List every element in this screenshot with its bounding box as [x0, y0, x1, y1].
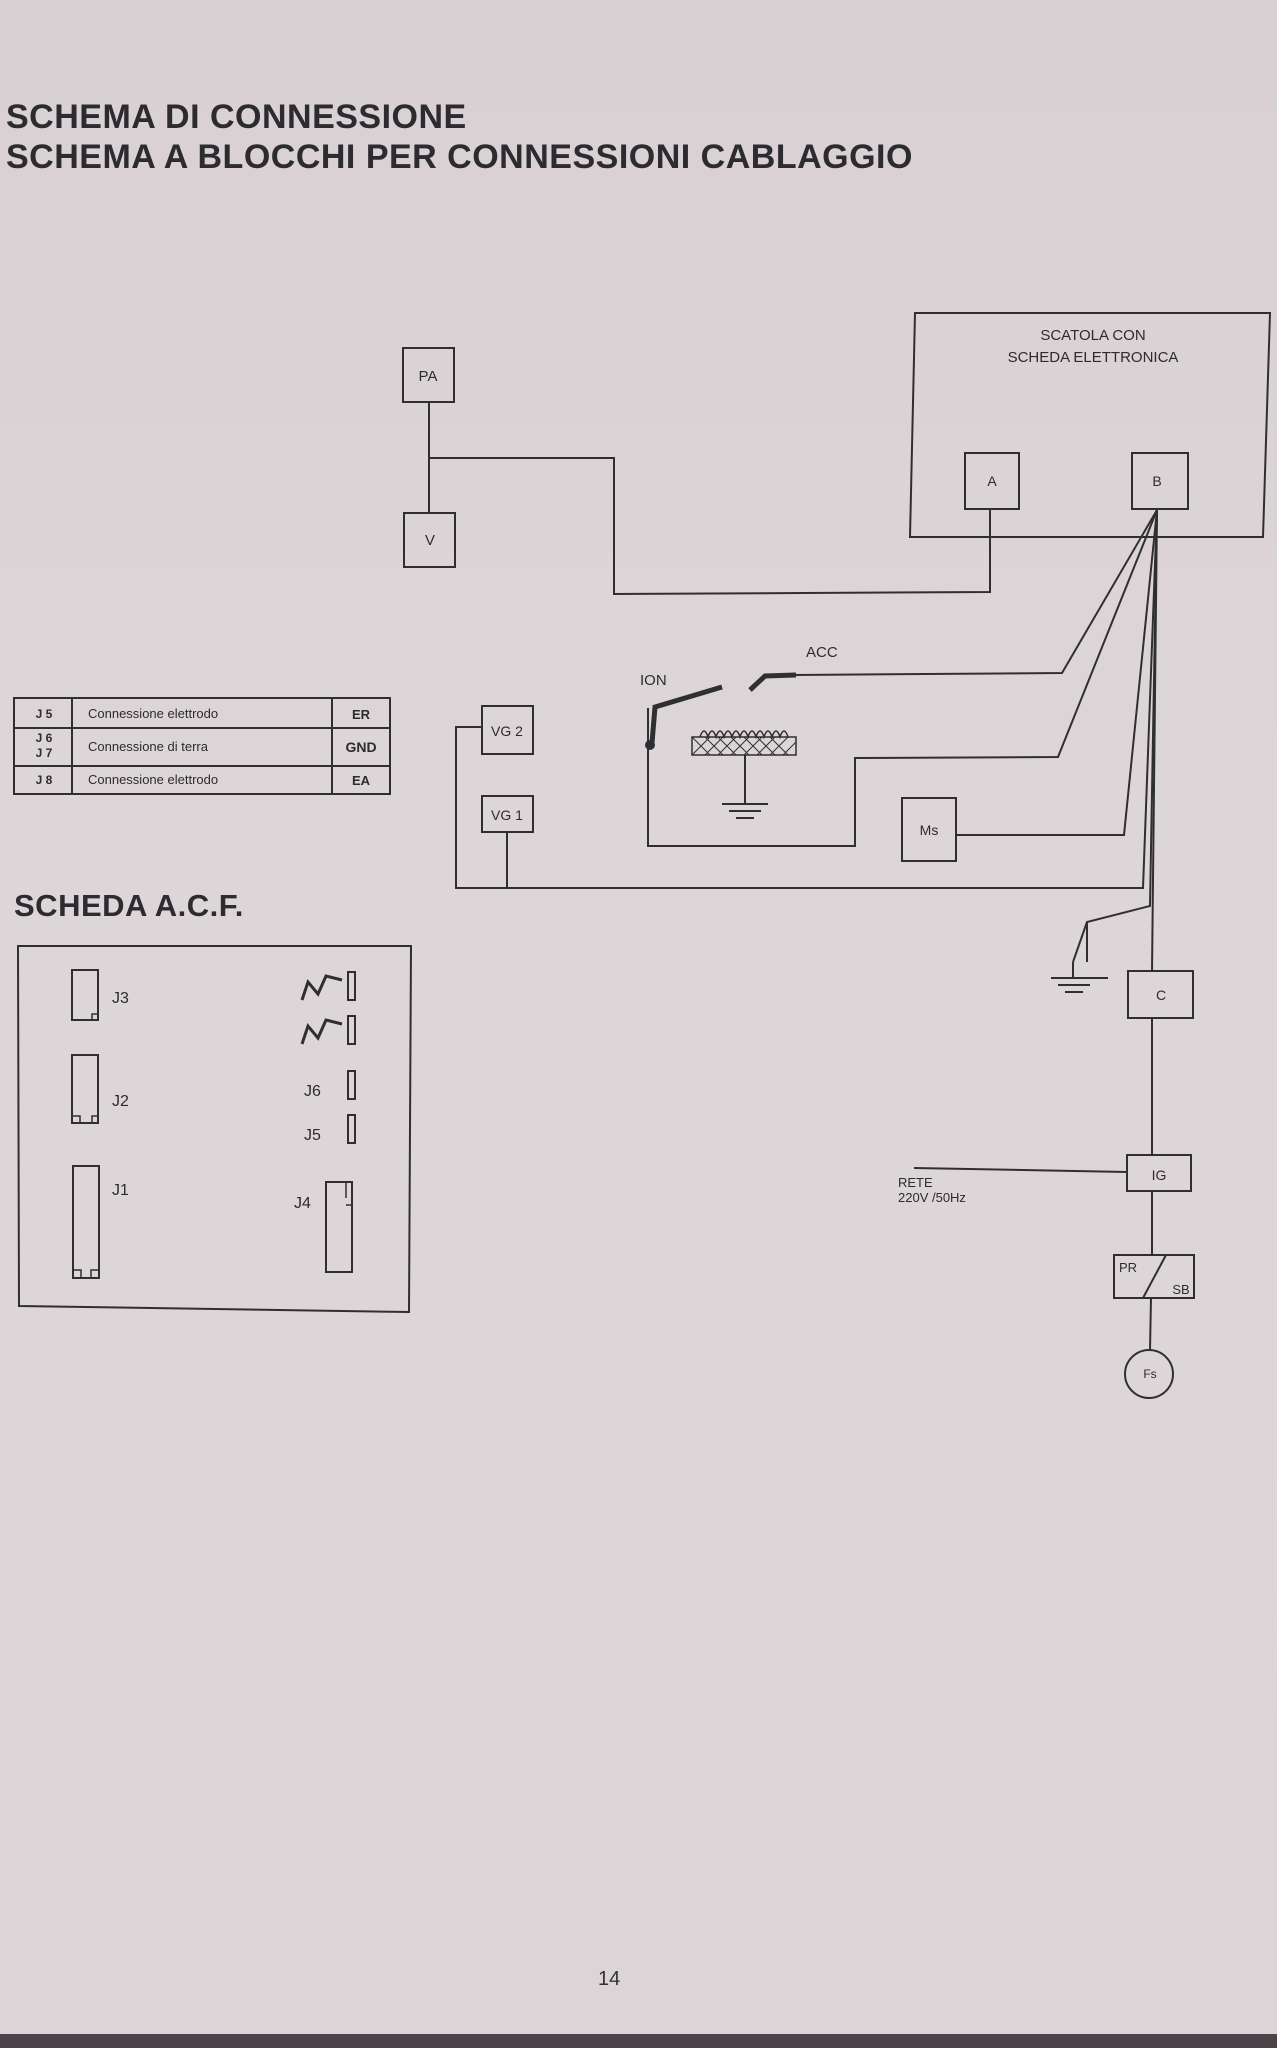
- box-title-line-1: SCATOLA CON: [1040, 327, 1145, 344]
- node-vg1: VG 1: [481, 795, 534, 833]
- table-row-2-pin-a: J 6: [36, 731, 53, 745]
- page-bottom-edge: [0, 2034, 1277, 2048]
- node-c-label: C: [1156, 987, 1166, 1003]
- node-pr-label: PR: [1119, 1260, 1137, 1275]
- node-vg1-label: VG 1: [491, 807, 523, 823]
- label-voltage: 220V /50Hz: [898, 1190, 966, 1205]
- wire-pa-a: [429, 457, 991, 596]
- electrode-acc: [748, 672, 797, 692]
- box-title-line-2: SCHEDA ELETTRONICA: [1008, 349, 1179, 366]
- ground-icon: [1051, 921, 1108, 993]
- electrode-ion: [649, 684, 723, 744]
- label-ion: ION: [640, 672, 667, 689]
- table-row-3-code: EA: [352, 773, 371, 788]
- node-b-label: B: [1152, 473, 1161, 489]
- label-j1: J1: [112, 1182, 129, 1199]
- page-title: SCHEMA DI CONNESSIONE: [6, 98, 467, 136]
- connector-j4: [325, 1181, 353, 1273]
- connector-j2: [71, 1054, 99, 1124]
- node-pa-label: PA: [419, 368, 438, 385]
- table-row-1-description: Connessione elettrodo: [88, 706, 218, 721]
- wires-from-b: [455, 509, 1158, 973]
- table-row-2-description: Connessione di terra: [88, 739, 209, 754]
- node-vg2: VG 2: [481, 705, 534, 755]
- spark-icon: [300, 974, 343, 1001]
- label-j2: J2: [112, 1093, 129, 1110]
- label-rete: RETE: [898, 1175, 933, 1190]
- label-j5: J5: [304, 1127, 321, 1144]
- node-ig: IG: [1126, 1154, 1192, 1192]
- connector-j5: [347, 1114, 356, 1144]
- label-j3: J3: [112, 990, 129, 1007]
- connector-j6: [347, 1070, 356, 1100]
- electronic-box: SCATOLA CON SCHEDA ELETTRONICA: [908, 312, 1272, 538]
- acf-board: J3 J2 J1 J6 J5 J4: [16, 945, 413, 1314]
- node-c: C: [1127, 970, 1194, 1019]
- node-ig-label: IG: [1152, 1167, 1167, 1183]
- node-a-label: A: [987, 473, 997, 489]
- node-pa: PA: [402, 347, 455, 403]
- connector-j1: [72, 1165, 100, 1279]
- node-a: A: [964, 452, 1020, 510]
- board-title: SCHEDA A.C.F.: [14, 888, 244, 923]
- wire-rete: [913, 1167, 1128, 1173]
- node-ms: Ms: [901, 797, 957, 862]
- spark-icon-2: [300, 1018, 343, 1045]
- page-number: 14: [598, 1968, 621, 1990]
- node-fs: Fs: [1124, 1349, 1174, 1399]
- table-row-1-code: ER: [352, 707, 371, 722]
- burner-icon: [691, 730, 797, 819]
- node-vg2-label: VG 2: [491, 723, 523, 739]
- page-subtitle: SCHEMA A BLOCCHI PER CONNESSIONI CABLAGG…: [6, 138, 913, 176]
- table-row-3-pin: J 8: [36, 773, 53, 787]
- connector-table: J 5 Connessione elettrodo ER J 6 J 7 Con…: [13, 697, 391, 795]
- node-sb-label: SB: [1172, 1282, 1189, 1297]
- node-b: B: [1131, 452, 1189, 510]
- node-v-label: V: [425, 532, 435, 549]
- connector-j3: [71, 969, 99, 1021]
- label-j4: J4: [294, 1195, 311, 1212]
- connector-spark-1: [347, 971, 356, 1001]
- node-fs-label: Fs: [1143, 1367, 1156, 1381]
- node-pr-sb: PR SB: [1113, 1254, 1195, 1299]
- node-v: V: [403, 512, 456, 568]
- connector-spark-2: [347, 1015, 356, 1045]
- label-j6: J6: [304, 1083, 321, 1100]
- table-row-2-pin-b: J 7: [36, 746, 53, 760]
- label-acc: ACC: [806, 644, 838, 661]
- node-ms-label: Ms: [920, 822, 939, 838]
- table-row-1-pin: J 5: [36, 707, 53, 721]
- table-row-3-description: Connessione elettrodo: [88, 772, 218, 787]
- table-row-2-code: GND: [345, 739, 376, 755]
